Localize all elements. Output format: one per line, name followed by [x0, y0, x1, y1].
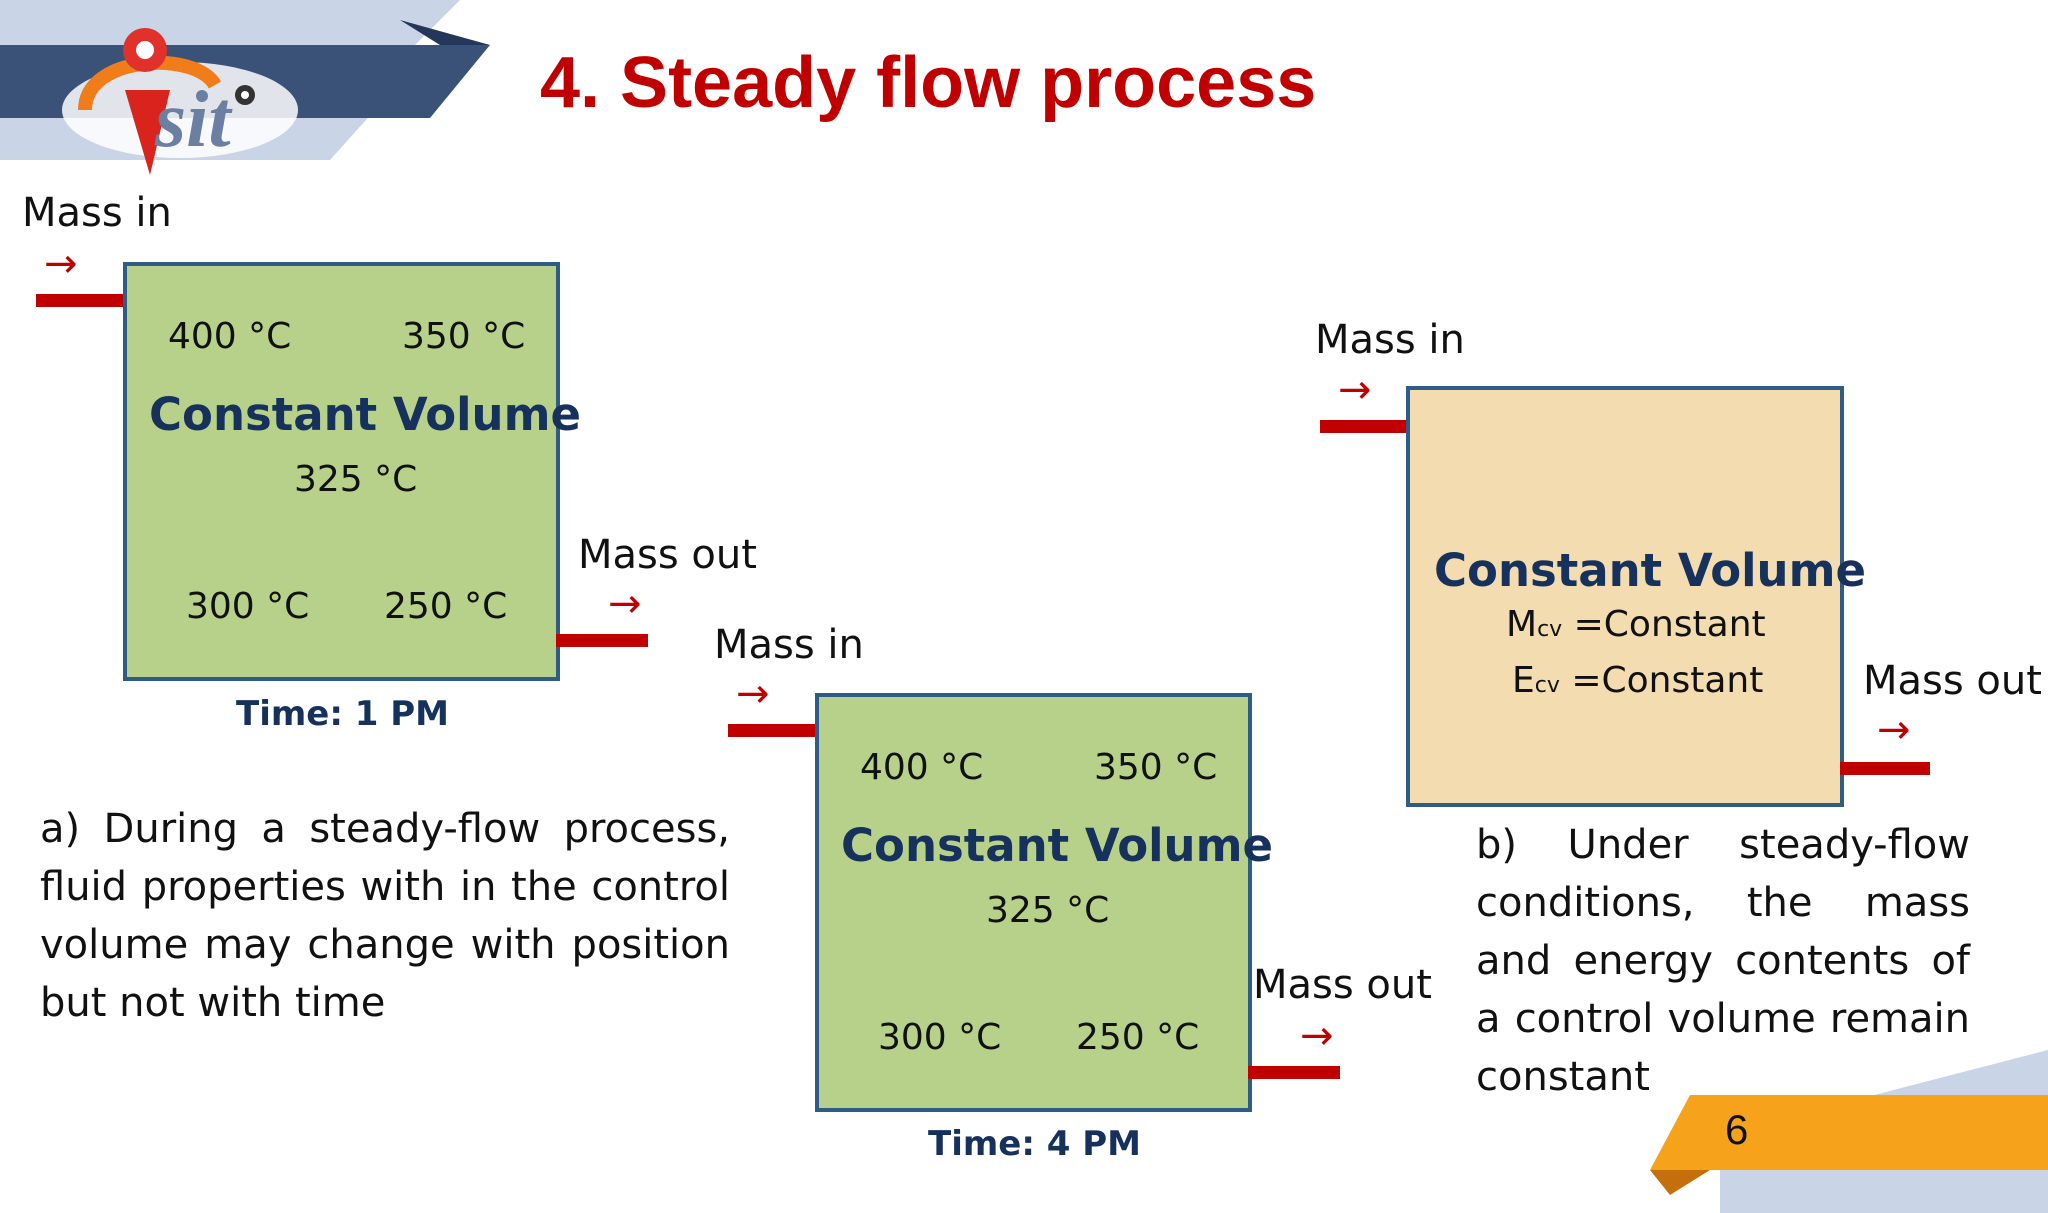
- outlet-pipe: [556, 634, 648, 647]
- control-volume-box-b: 400 °C 350 °C Constant Volume 325 °C 300…: [815, 693, 1273, 1112]
- mass-in-label-a: Mass in: [22, 190, 172, 236]
- mass-constant-text: =Constant: [1562, 604, 1766, 645]
- logo-text: sit: [155, 76, 231, 164]
- inlet-pipe: [36, 294, 126, 307]
- temp-top-right: 350 °C: [1094, 747, 1218, 788]
- page-number: 6: [1725, 1106, 1749, 1153]
- mass-out-arrow-icon: →: [1877, 707, 1911, 753]
- temp-bottom-left: 300 °C: [878, 1017, 1002, 1058]
- temp-top-right: 350 °C: [402, 316, 526, 357]
- temp-center: 325 °C: [294, 459, 418, 500]
- temp-top-left: 400 °C: [860, 747, 984, 788]
- time-label-a: Time: 1 PM: [236, 694, 450, 734]
- footer-banner: [1650, 1050, 2048, 1213]
- constant-volume-label: Constant Volume: [1434, 544, 1867, 597]
- energy-constant-text: =Constant: [1559, 660, 1764, 701]
- temp-bottom-right: 250 °C: [384, 586, 508, 627]
- time-label-b: Time: 4 PM: [928, 1124, 1142, 1164]
- mass-subscript: cv: [1537, 617, 1563, 642]
- mass-symbol: M: [1506, 604, 1538, 645]
- outlet-pipe: [1840, 762, 1930, 775]
- mass-constant-label: Mcv =Constant: [1506, 604, 1766, 645]
- mass-out-label-c: Mass out: [1863, 658, 2042, 704]
- inlet-pipe: [728, 724, 818, 737]
- page-title: 4. Steady flow process: [540, 43, 1317, 123]
- mass-out-label-a: Mass out: [578, 532, 757, 578]
- outlet-pipe: [1248, 1066, 1340, 1079]
- temp-bottom-left: 300 °C: [186, 586, 310, 627]
- control-volume-box-a: 400 °C 350 °C Constant Volume 325 °C 300…: [123, 262, 581, 681]
- mass-out-arrow-icon: →: [608, 581, 642, 627]
- mass-out-label-b: Mass out: [1253, 962, 1432, 1008]
- mass-in-label-c: Mass in: [1315, 317, 1465, 363]
- temp-bottom-right: 250 °C: [1076, 1017, 1200, 1058]
- mass-in-arrow-icon: →: [1338, 367, 1372, 413]
- energy-symbol: E: [1512, 660, 1535, 701]
- constant-volume-label: Constant Volume: [841, 819, 1274, 872]
- energy-constant-label: Ecv =Constant: [1512, 660, 1763, 701]
- energy-subscript: cv: [1534, 673, 1560, 698]
- control-volume-box-c: Constant Volume Mcv =Constant Ecv =Const…: [1406, 386, 1866, 807]
- logo-emblem-icon: [62, 28, 298, 175]
- temp-center: 325 °C: [986, 890, 1110, 931]
- mass-in-arrow-icon: →: [44, 241, 78, 287]
- constant-volume-label: Constant Volume: [149, 388, 582, 441]
- description-b: b) Under steady-flow conditions, the mas…: [1476, 822, 1970, 1100]
- mass-in-arrow-icon: →: [736, 671, 770, 717]
- logo: sit: [55, 15, 305, 180]
- description-a: a) During a steady-flow process, fluid p…: [40, 806, 730, 1026]
- inlet-pipe: [1320, 420, 1412, 433]
- mass-in-label-b: Mass in: [714, 622, 864, 668]
- mass-out-arrow-icon: →: [1300, 1013, 1334, 1059]
- temp-top-left: 400 °C: [168, 316, 292, 357]
